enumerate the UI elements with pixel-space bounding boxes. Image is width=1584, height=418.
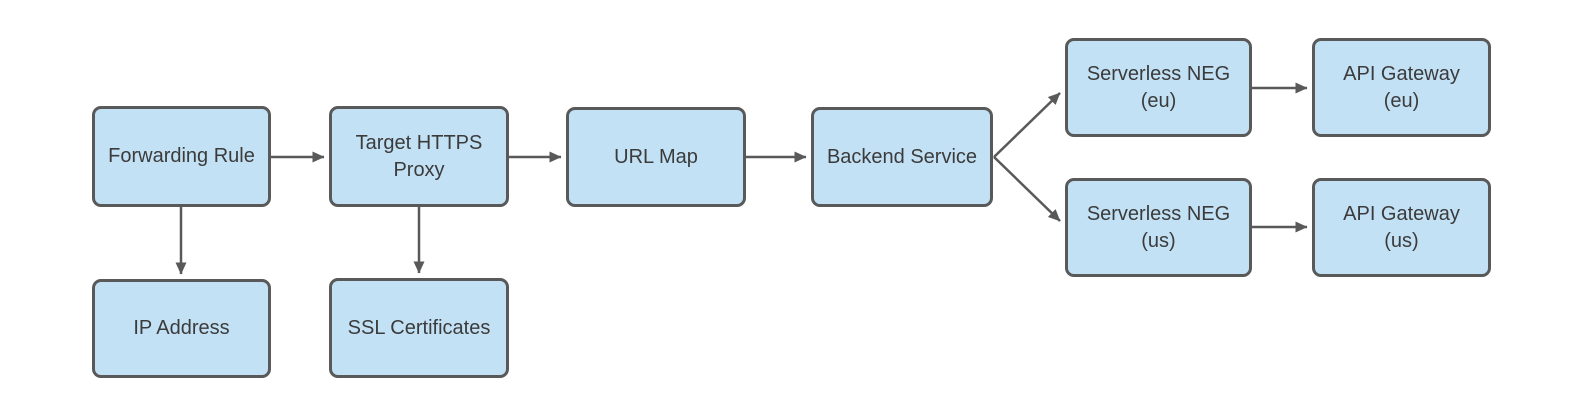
node-api-gateway-us: API Gateway (us) bbox=[1312, 178, 1491, 277]
node-ssl-certificates: SSL Certificates bbox=[329, 278, 509, 378]
node-label: (eu) bbox=[1140, 89, 1177, 112]
node-label: Backend Service bbox=[826, 145, 978, 168]
node-label: (eu) bbox=[1383, 89, 1420, 112]
node-label: API Gateway bbox=[1343, 62, 1460, 85]
edge-backend-service-to-serverless-neg-eu bbox=[993, 92, 1061, 158]
node-label: SSL Certificates bbox=[347, 316, 491, 339]
node-label: Serverless NEG bbox=[1086, 202, 1231, 225]
node-ip-address: IP Address bbox=[92, 279, 271, 378]
node-label: Serverless NEG bbox=[1086, 62, 1231, 85]
node-url-map: URL Map bbox=[566, 107, 746, 207]
edge-backend-service-to-serverless-neg-us bbox=[993, 156, 1061, 222]
edges-group bbox=[175, 82, 1308, 275]
node-serverless-neg-eu: Serverless NEG (eu) bbox=[1065, 38, 1252, 137]
node-label: Proxy bbox=[393, 158, 445, 181]
node-label: (us) bbox=[1141, 229, 1176, 252]
node-backend-service: Backend Service bbox=[811, 107, 993, 207]
node-label: IP Address bbox=[133, 317, 230, 339]
node-label: Target HTTPS bbox=[355, 131, 483, 154]
node-api-gateway-eu: API Gateway (eu) bbox=[1312, 38, 1491, 137]
node-label: API Gateway bbox=[1343, 202, 1460, 225]
node-label: (us) bbox=[1384, 229, 1419, 252]
node-serverless-neg-us: Serverless NEG (us) bbox=[1065, 178, 1252, 277]
node-target-https-proxy: Target HTTPS Proxy bbox=[329, 106, 509, 207]
node-forwarding-rule: Forwarding Rule bbox=[92, 106, 271, 207]
node-label: Forwarding Rule bbox=[108, 145, 255, 167]
node-label: URL Map bbox=[614, 145, 698, 168]
